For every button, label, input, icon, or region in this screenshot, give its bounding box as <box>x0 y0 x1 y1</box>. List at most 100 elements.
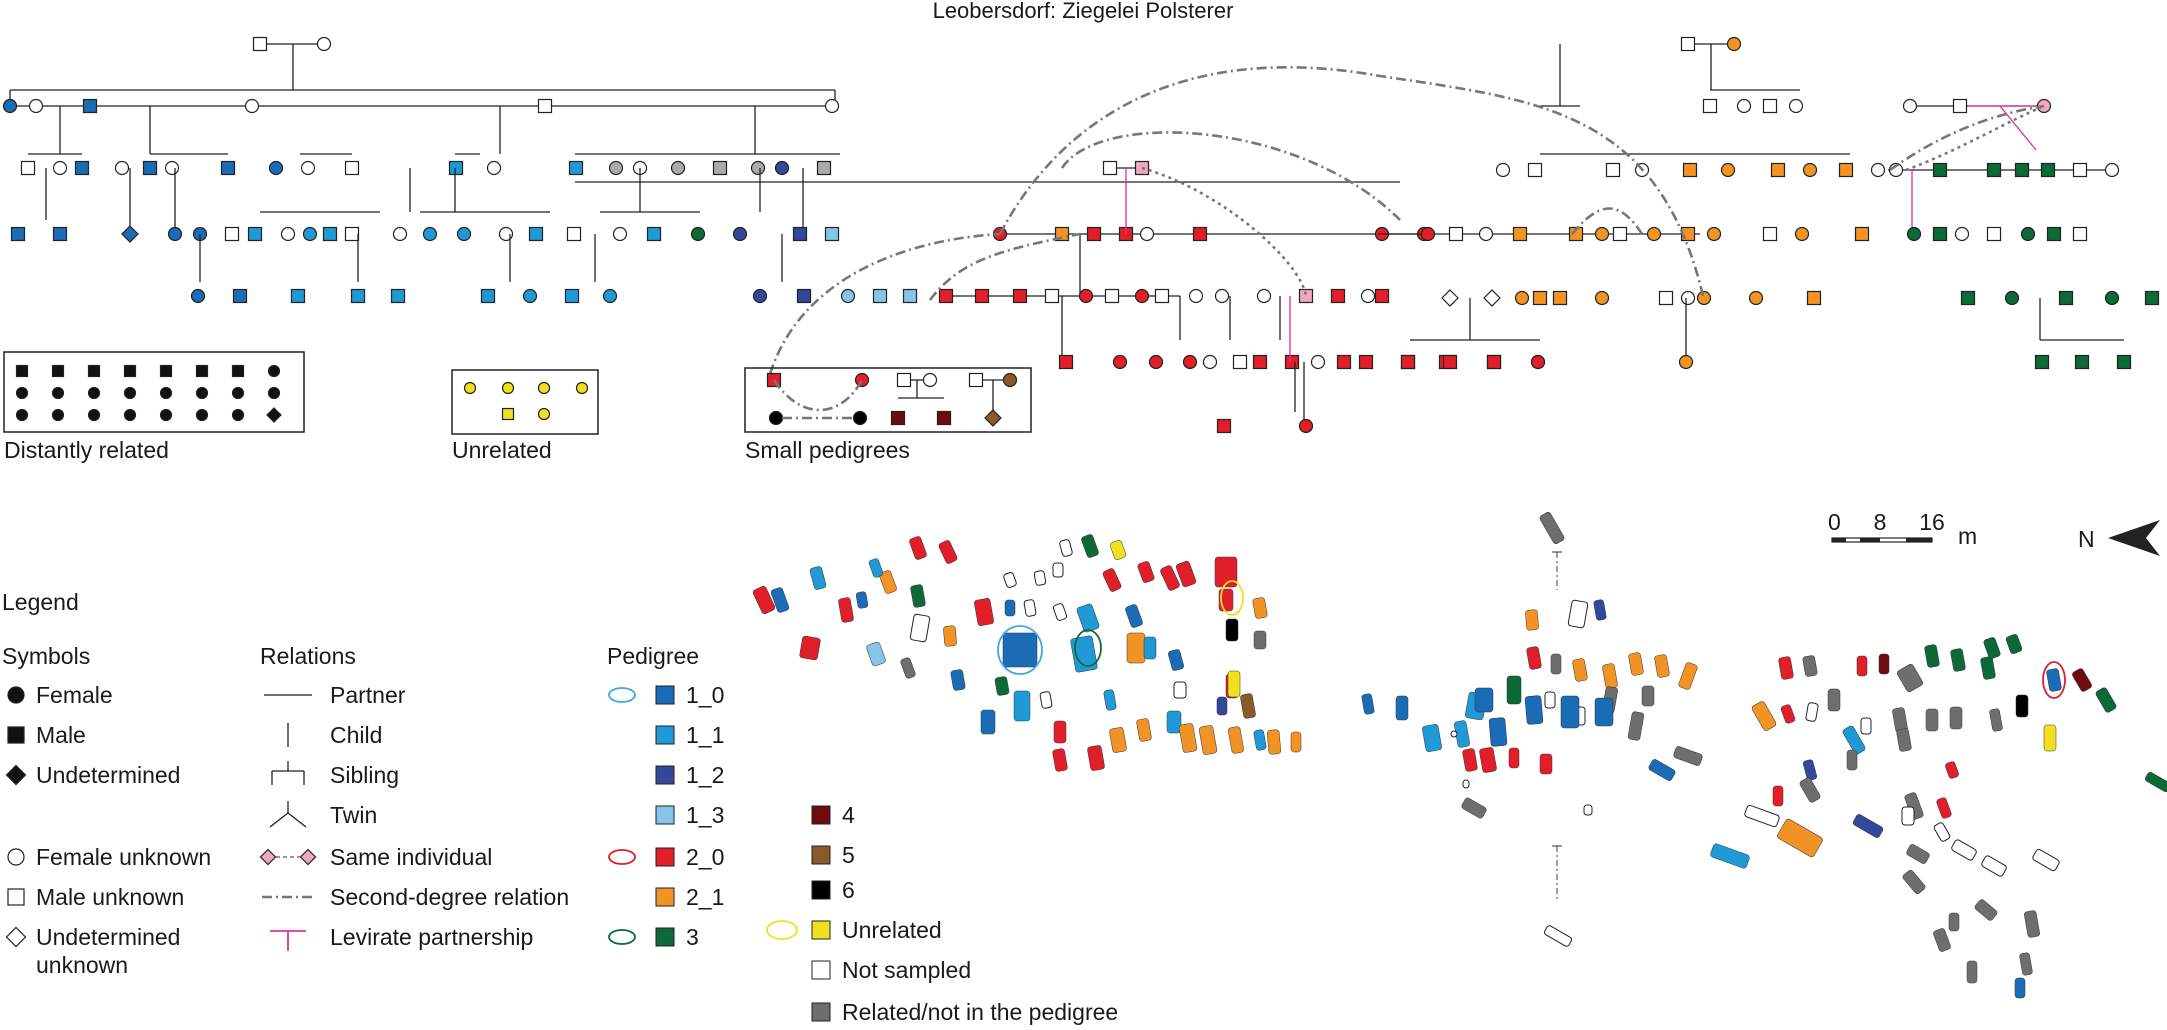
pedigree-swatch <box>655 887 675 907</box>
female-symbol <box>1726 36 1742 52</box>
grave <box>1966 960 1978 984</box>
male-symbol <box>20 160 36 176</box>
grave <box>1594 697 1614 727</box>
female-symbol <box>1214 288 1230 304</box>
pedigree-label: 1_0 <box>686 682 724 708</box>
small-pedigrees-symbols <box>766 372 1018 427</box>
male-symbol <box>1658 290 1674 306</box>
female-symbol <box>575 381 589 395</box>
grave <box>909 536 927 560</box>
male-symbol <box>1192 226 1208 242</box>
grave <box>1450 730 1458 738</box>
grave <box>2046 668 2062 692</box>
distantly-related-box <box>3 351 305 433</box>
male-symbol <box>322 226 338 242</box>
legend-title: Legend <box>2 589 79 615</box>
female-symbol <box>316 36 332 52</box>
male-symbol <box>1532 290 1548 306</box>
undetermined-symbol <box>5 764 27 786</box>
grave <box>866 641 886 667</box>
female-symbol <box>1256 288 1272 304</box>
female-symbol <box>768 410 784 426</box>
grave <box>1777 818 1823 858</box>
grave <box>1125 604 1143 628</box>
female-symbol <box>1002 372 1018 388</box>
male-symbol <box>974 288 990 304</box>
map-category-swatch <box>811 920 831 940</box>
grave <box>1933 928 1951 952</box>
scale-tick-16: 16 <box>1919 509 1945 535</box>
grave <box>1168 649 1184 671</box>
female-symbol <box>2104 162 2120 178</box>
female-symbol <box>7 848 25 866</box>
pedigree-label: 1_2 <box>686 762 724 788</box>
small-pedigrees-label: Small pedigrees <box>745 437 910 463</box>
male-symbol <box>232 288 248 304</box>
female-symbol <box>1954 226 1970 242</box>
symbols-heading: Symbols <box>2 643 90 669</box>
female-symbol <box>1202 354 1218 370</box>
pedigree-heading: Pedigree <box>607 643 699 669</box>
grave <box>1173 681 1187 699</box>
female-symbol <box>1706 226 1722 242</box>
grave <box>1802 655 1818 677</box>
male-symbol <box>2072 226 2088 242</box>
male-symbol <box>2014 162 2030 178</box>
grave <box>1981 855 2007 877</box>
female-symbol <box>1360 288 1376 304</box>
grave <box>2019 952 2033 976</box>
female-symbol <box>1680 290 1696 306</box>
grave <box>1583 804 1593 816</box>
female-symbol <box>608 160 624 176</box>
pedigree-ring <box>1074 629 1102 667</box>
grave <box>1948 912 1960 932</box>
female-symbol <box>167 226 183 242</box>
grave <box>1924 644 1940 668</box>
pedigree-swatch <box>655 725 675 745</box>
grave <box>1240 693 1256 719</box>
male-symbol <box>568 160 584 176</box>
grave <box>1593 599 1607 621</box>
male-symbol <box>1252 354 1268 370</box>
male-symbol <box>1374 288 1390 304</box>
north-arrow: N <box>2078 520 2160 556</box>
grave <box>1143 636 1157 660</box>
second-degree-relation <box>928 232 1081 301</box>
grave <box>1901 806 1915 826</box>
male-symbol <box>87 364 101 378</box>
distantly-related-symbols <box>15 364 282 423</box>
grave <box>1052 603 1068 621</box>
male-symbol <box>1058 354 1074 370</box>
female-symbol <box>302 226 318 242</box>
female-symbol <box>1696 290 1712 306</box>
female-symbol <box>159 408 173 422</box>
female-symbol <box>231 386 245 400</box>
undetermined-symbol <box>1441 289 1459 307</box>
second-degree-relation <box>772 379 864 412</box>
male-symbol <box>390 288 406 304</box>
relation-line <box>287 812 307 828</box>
map-category-swatch <box>811 1002 831 1022</box>
second-degree-relation <box>768 232 1001 375</box>
grave <box>2024 910 2040 938</box>
grave <box>1166 710 1182 734</box>
grave <box>1842 725 1866 755</box>
female-symbol <box>2 98 18 114</box>
male-symbol <box>2144 290 2160 306</box>
pedigree-tree <box>2 36 2160 434</box>
pedigree-swatch <box>655 927 675 947</box>
grave <box>1678 662 1698 690</box>
female-symbol <box>267 364 281 378</box>
female-symbol <box>690 226 706 242</box>
male-symbol <box>1762 226 1778 242</box>
male-symbol <box>1330 288 1346 304</box>
grave <box>1214 556 1238 588</box>
male-symbol <box>1512 226 1528 242</box>
grave <box>910 584 926 608</box>
male-symbol <box>938 288 954 304</box>
male-symbol <box>344 226 360 242</box>
grave <box>1488 717 1508 747</box>
pedigree-swatch <box>655 847 675 867</box>
